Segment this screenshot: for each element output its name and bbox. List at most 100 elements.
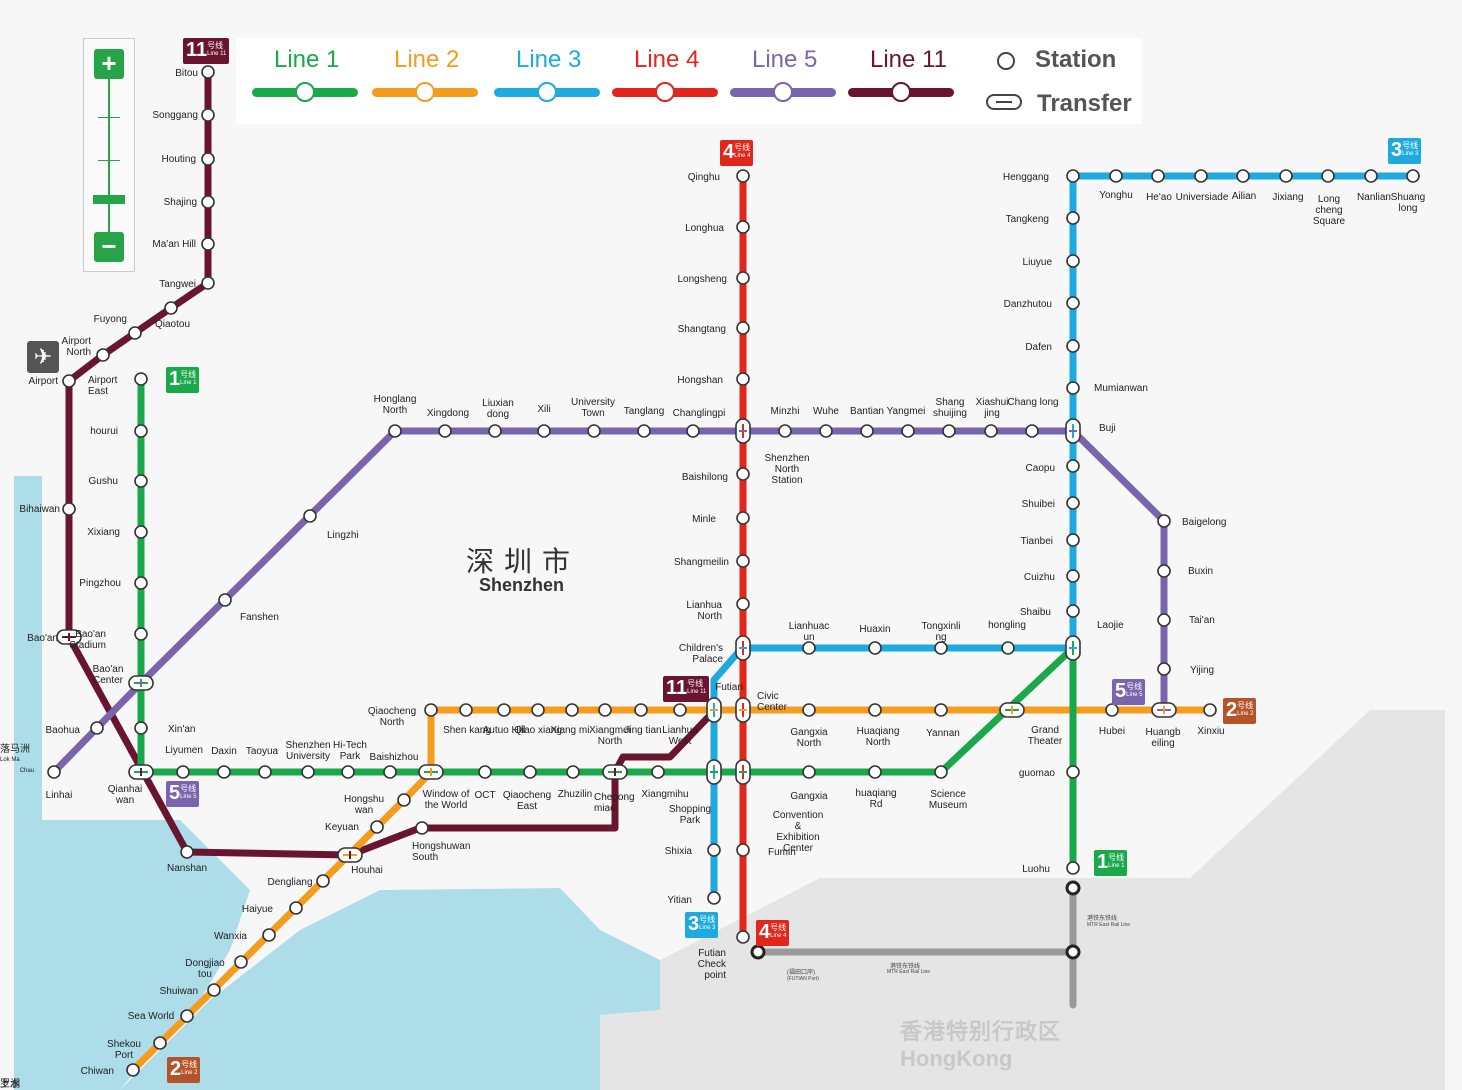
station-marker[interactable] <box>1066 339 1080 353</box>
station-marker[interactable] <box>303 509 317 523</box>
station-marker[interactable] <box>934 641 948 655</box>
station-marker[interactable] <box>819 424 833 438</box>
transfer-marker[interactable] <box>735 418 751 444</box>
station-marker[interactable] <box>1025 424 1039 438</box>
station-marker[interactable] <box>201 195 215 209</box>
station-marker[interactable] <box>1105 703 1119 717</box>
station-marker[interactable] <box>651 765 665 779</box>
station-marker[interactable] <box>316 874 330 888</box>
station-marker[interactable] <box>1157 514 1171 528</box>
station-marker[interactable] <box>201 237 215 251</box>
transfer-marker[interactable] <box>128 675 154 691</box>
transfer-marker[interactable] <box>1065 635 1081 661</box>
station-marker[interactable] <box>1321 169 1335 183</box>
station-marker[interactable] <box>707 843 721 857</box>
station-marker[interactable] <box>262 928 276 942</box>
station-marker[interactable] <box>1151 169 1165 183</box>
station-marker[interactable] <box>415 821 429 835</box>
station-marker[interactable] <box>134 721 148 735</box>
station-marker[interactable] <box>134 474 148 488</box>
station-marker[interactable] <box>802 765 816 779</box>
station-marker[interactable] <box>1066 861 1080 875</box>
station-marker[interactable] <box>942 424 956 438</box>
station-marker[interactable] <box>134 627 148 641</box>
station-marker[interactable] <box>736 843 750 857</box>
station-marker[interactable] <box>1194 169 1208 183</box>
station-marker[interactable] <box>587 424 601 438</box>
zoom-in-button[interactable]: + <box>94 49 124 79</box>
transfer-marker[interactable] <box>337 847 363 863</box>
zoom-out-button[interactable]: − <box>94 232 124 262</box>
station-marker[interactable] <box>566 765 580 779</box>
station-marker[interactable] <box>90 721 104 735</box>
station-marker[interactable] <box>370 820 384 834</box>
station-marker[interactable] <box>134 372 148 386</box>
station-marker[interactable] <box>62 374 76 388</box>
station-marker[interactable] <box>341 765 355 779</box>
hk-station-marker[interactable] <box>750 944 766 960</box>
station-marker[interactable] <box>1406 169 1420 183</box>
station-marker[interactable] <box>1157 662 1171 676</box>
station-marker[interactable] <box>736 467 750 481</box>
station-marker[interactable] <box>1066 296 1080 310</box>
station-marker[interactable] <box>1066 604 1080 618</box>
transfer-marker[interactable] <box>706 759 722 785</box>
station-marker[interactable] <box>736 321 750 335</box>
station-marker[interactable] <box>176 765 190 779</box>
station-marker[interactable] <box>1157 613 1171 627</box>
station-marker[interactable] <box>1157 564 1171 578</box>
station-marker[interactable] <box>128 326 142 340</box>
station-marker[interactable] <box>388 424 402 438</box>
transfer-marker[interactable] <box>418 764 444 780</box>
station-marker[interactable] <box>736 930 750 944</box>
station-marker[interactable] <box>707 891 721 905</box>
station-marker[interactable] <box>1066 496 1080 510</box>
hk-station-marker[interactable] <box>1065 880 1081 896</box>
station-marker[interactable] <box>234 955 248 969</box>
zoom-slider-handle[interactable] <box>93 195 125 204</box>
station-marker[interactable] <box>736 220 750 234</box>
station-marker[interactable] <box>531 703 545 717</box>
station-marker[interactable] <box>134 525 148 539</box>
station-marker[interactable] <box>736 372 750 386</box>
station-marker[interactable] <box>201 152 215 166</box>
station-marker[interactable] <box>860 424 874 438</box>
station-marker[interactable] <box>686 424 700 438</box>
hk-station-marker[interactable] <box>1065 944 1081 960</box>
station-marker[interactable] <box>537 424 551 438</box>
station-marker[interactable] <box>802 703 816 717</box>
station-marker[interactable] <box>1066 169 1080 183</box>
station-marker[interactable] <box>1001 641 1015 655</box>
station-marker[interactable] <box>736 597 750 611</box>
transfer-marker[interactable] <box>706 697 722 723</box>
station-marker[interactable] <box>47 765 61 779</box>
station-marker[interactable] <box>1066 381 1080 395</box>
station-marker[interactable] <box>736 511 750 525</box>
station-marker[interactable] <box>134 424 148 438</box>
station-marker[interactable] <box>217 765 231 779</box>
station-marker[interactable] <box>802 641 816 655</box>
station-marker[interactable] <box>1236 169 1250 183</box>
station-marker[interactable] <box>1109 169 1123 183</box>
station-marker[interactable] <box>289 901 303 915</box>
transfer-marker[interactable] <box>999 702 1025 718</box>
station-marker[interactable] <box>1364 169 1378 183</box>
transfer-marker[interactable] <box>56 629 82 645</box>
station-marker[interactable] <box>637 424 651 438</box>
station-marker[interactable] <box>383 765 397 779</box>
transfer-marker[interactable] <box>1151 702 1177 718</box>
transfer-marker[interactable] <box>128 764 154 780</box>
station-marker[interactable] <box>201 65 215 79</box>
station-marker[interactable] <box>201 108 215 122</box>
station-marker[interactable] <box>201 276 215 290</box>
station-marker[interactable] <box>1279 169 1293 183</box>
station-marker[interactable] <box>565 703 579 717</box>
